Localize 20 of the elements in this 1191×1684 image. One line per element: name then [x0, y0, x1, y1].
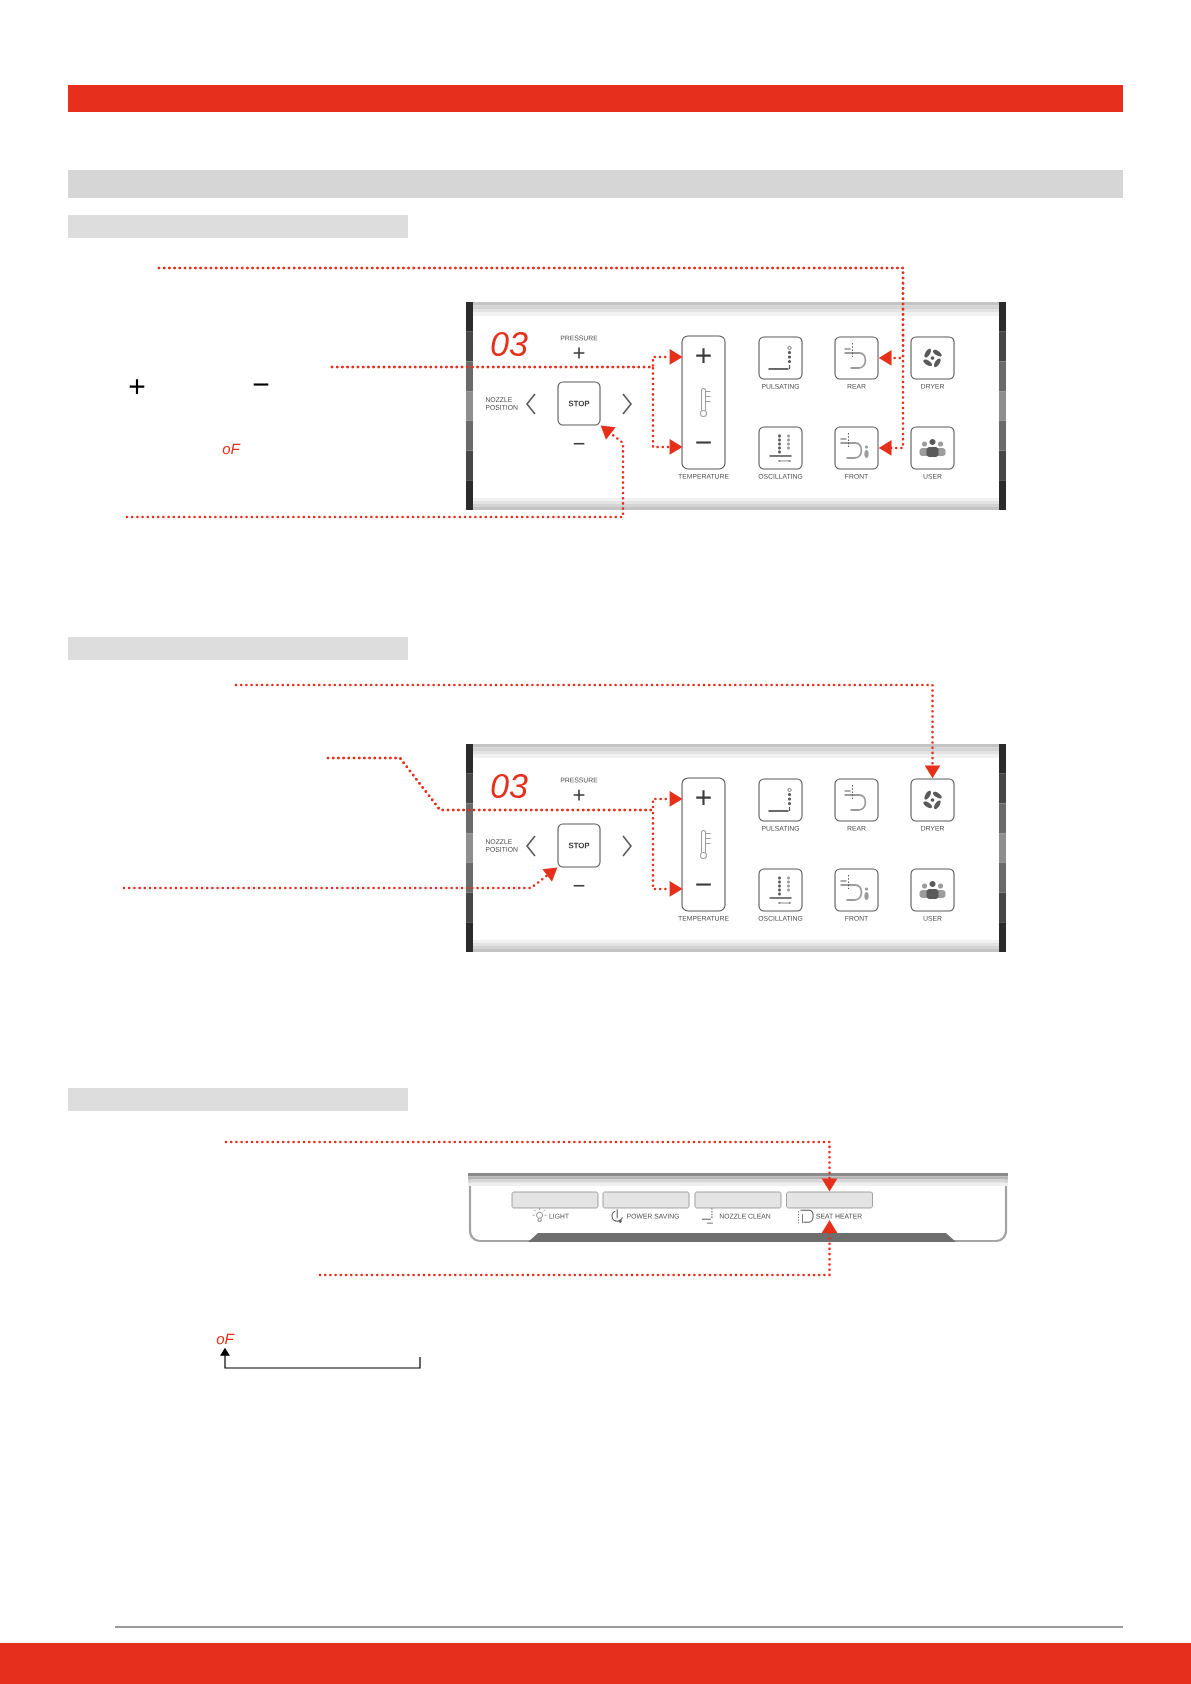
minus-sign: −: [253, 383, 269, 386]
section-band: [68, 169, 1123, 198]
display-readout: oF: [222, 443, 241, 455]
plus-sign: +: [129, 379, 145, 394]
subheading-band: [68, 637, 408, 660]
subheading-band: [68, 1088, 408, 1111]
plus-sign: +: [573, 789, 585, 801]
plus-sign: +: [696, 348, 711, 363]
display-readout: 03: [491, 331, 528, 357]
minus-sign: −: [573, 442, 585, 445]
minus-sign: −: [696, 883, 711, 886]
minus-sign: −: [696, 441, 711, 444]
display-readout: 03: [491, 773, 528, 799]
plus-sign: +: [696, 790, 711, 805]
minus-sign: −: [573, 884, 585, 887]
leader-line: [157, 266, 905, 456]
display-readout: oF: [216, 1333, 235, 1345]
plus-sign: +: [573, 347, 585, 359]
leader-line: [125, 425, 625, 519]
subheading-band: [68, 215, 408, 238]
